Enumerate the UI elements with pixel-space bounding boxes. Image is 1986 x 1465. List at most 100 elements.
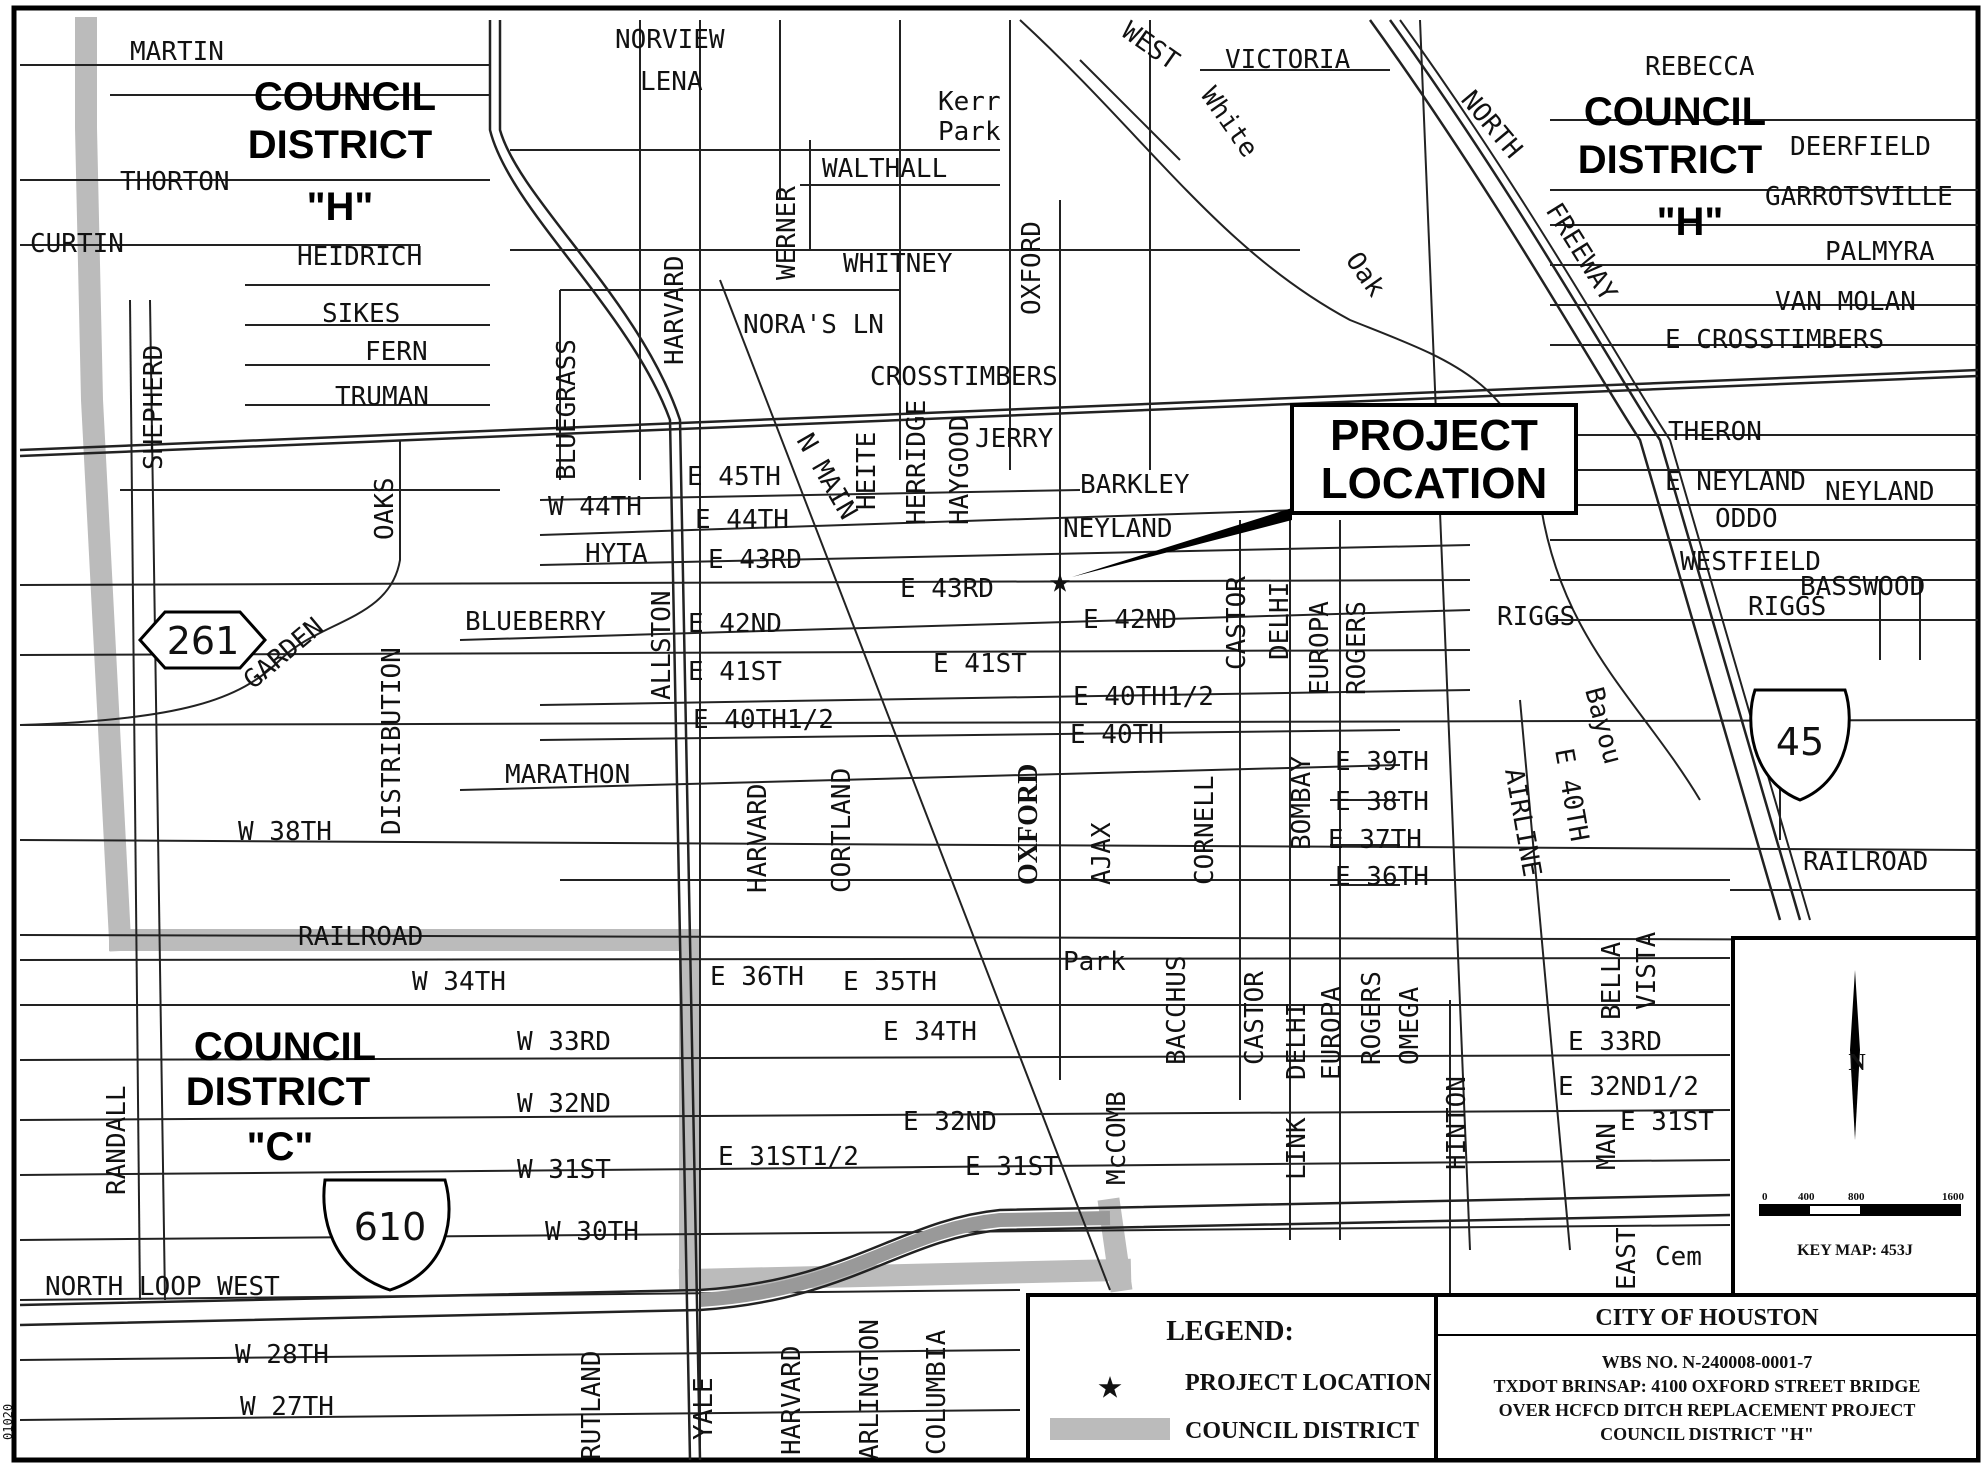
svg-text:E 32ND1/2: E 32ND1/2 bbox=[1558, 1072, 1699, 1102]
svg-text:MARATHON: MARATHON bbox=[505, 760, 630, 790]
svg-text:ROGERS: ROGERS bbox=[1357, 971, 1387, 1065]
svg-text:ARLINGTON: ARLINGTON bbox=[855, 1319, 885, 1460]
svg-text:LINK: LINK bbox=[1282, 1117, 1312, 1180]
svg-text:HEITE: HEITE bbox=[852, 432, 882, 510]
svg-text:W 44TH: W 44TH bbox=[548, 492, 642, 522]
svg-text:THORTON: THORTON bbox=[120, 167, 230, 197]
road-network bbox=[19, 19, 1979, 1461]
svg-text:MAN: MAN bbox=[1592, 1123, 1622, 1170]
svg-text:NORVIEW: NORVIEW bbox=[615, 25, 725, 55]
svg-text:HAYGOOD: HAYGOOD bbox=[945, 415, 975, 525]
svg-text:BLUEBERRY: BLUEBERRY bbox=[465, 607, 606, 637]
svg-text:W 27TH: W 27TH bbox=[240, 1392, 334, 1422]
svg-text:"C": "C" bbox=[247, 1125, 314, 1169]
svg-text:E 33RD: E 33RD bbox=[1568, 1027, 1662, 1057]
svg-text:WALTHALL: WALTHALL bbox=[822, 154, 947, 184]
svg-text:TRUMAN: TRUMAN bbox=[335, 382, 429, 412]
svg-text:Park: Park bbox=[938, 117, 1001, 147]
svg-text:OMEGA: OMEGA bbox=[1395, 986, 1425, 1065]
svg-text:HERRIDGE: HERRIDGE bbox=[902, 400, 932, 525]
svg-text:RANDALL: RANDALL bbox=[102, 1085, 132, 1195]
svg-text:LENA: LENA bbox=[640, 67, 703, 97]
svg-text:GARROTSVILLE: GARROTSVILLE bbox=[1765, 182, 1953, 212]
svg-text:THERON: THERON bbox=[1668, 417, 1762, 447]
svg-text:E 34TH: E 34TH bbox=[883, 1017, 977, 1047]
svg-text:MARTIN: MARTIN bbox=[130, 37, 224, 67]
svg-text:BACCHUS: BACCHUS bbox=[1162, 955, 1192, 1065]
svg-text:LOCATION: LOCATION bbox=[1321, 459, 1548, 508]
svg-text:E 41ST: E 41ST bbox=[933, 649, 1027, 679]
svg-text:610: 610 bbox=[354, 1205, 427, 1249]
svg-text:COUNCIL DISTRICT: COUNCIL DISTRICT bbox=[1185, 1418, 1419, 1444]
svg-text:RUTLAND: RUTLAND bbox=[577, 1350, 607, 1460]
svg-text:NEYLAND: NEYLAND bbox=[1063, 514, 1173, 544]
north-arrow-icon bbox=[1850, 970, 1860, 1140]
svg-text:E CROSSTIMBERS: E CROSSTIMBERS bbox=[1665, 325, 1884, 355]
svg-text:WHITNEY: WHITNEY bbox=[843, 249, 953, 279]
svg-text:Cem: Cem bbox=[1655, 1242, 1702, 1272]
svg-text:VISTA: VISTA bbox=[1632, 931, 1662, 1010]
svg-text:DISTRICT: DISTRICT bbox=[1578, 138, 1762, 182]
svg-text:VICTORIA: VICTORIA bbox=[1225, 45, 1351, 75]
svg-text:LEGEND:: LEGEND: bbox=[1166, 1316, 1294, 1347]
interstate-45-shield: 45 bbox=[1749, 688, 1851, 802]
svg-text:E 35TH: E 35TH bbox=[843, 967, 937, 997]
svg-text:E 31ST1/2: E 31ST1/2 bbox=[718, 1142, 859, 1172]
sh-261-shield: 261 bbox=[137, 610, 268, 670]
svg-text:W 34TH: W 34TH bbox=[412, 967, 506, 997]
svg-text:ODDO: ODDO bbox=[1715, 504, 1778, 534]
svg-text:"H": "H" bbox=[307, 185, 374, 229]
title-block: CITY OF HOUSTON WBS NO. N-240008-0001-7 … bbox=[1434, 1293, 1980, 1462]
svg-text:RAILROAD: RAILROAD bbox=[1803, 847, 1928, 877]
svg-text:NORA'S LN: NORA'S LN bbox=[743, 310, 884, 340]
svg-text:OVER HCFCD DITCH REPLACEMENT P: OVER HCFCD DITCH REPLACEMENT PROJECT bbox=[1499, 1400, 1916, 1420]
svg-text:CORTLAND: CORTLAND bbox=[827, 768, 857, 893]
svg-text:SHEPHERD: SHEPHERD bbox=[139, 345, 169, 470]
svg-text:E 45TH: E 45TH bbox=[687, 462, 781, 492]
svg-text:ALLSTON: ALLSTON bbox=[647, 590, 677, 700]
svg-text:EUROPA: EUROPA bbox=[1317, 986, 1347, 1080]
svg-text:W 31ST: W 31ST bbox=[517, 1155, 611, 1185]
council-district-h-west-label: COUNCIL DISTRICT "H" bbox=[248, 75, 436, 229]
map-frame bbox=[11, 5, 1981, 1463]
svg-text:CORNELL: CORNELL bbox=[1190, 775, 1220, 885]
svg-text:E 32ND: E 32ND bbox=[903, 1107, 997, 1137]
svg-text:"H": "H" bbox=[1657, 200, 1724, 244]
svg-text:E 36TH: E 36TH bbox=[710, 962, 804, 992]
svg-text:45: 45 bbox=[1776, 720, 1824, 764]
svg-text:RIGGS: RIGGS bbox=[1748, 592, 1826, 622]
svg-text:YALE: YALE bbox=[689, 1377, 719, 1440]
svg-text:CASTOR: CASTOR bbox=[1222, 576, 1252, 670]
loop-610-shield: 610 bbox=[322, 1178, 451, 1292]
svg-text:SIKES: SIKES bbox=[322, 299, 400, 329]
svg-text:E 40TH: E 40TH bbox=[1070, 720, 1164, 750]
svg-text:ROGERS: ROGERS bbox=[1342, 601, 1372, 695]
svg-text:HINTON: HINTON bbox=[1442, 1076, 1472, 1170]
svg-text:E 44TH: E 44TH bbox=[695, 505, 789, 535]
svg-text:Park: Park bbox=[1063, 947, 1126, 977]
project-location-star-icon: ★ bbox=[1049, 560, 1071, 601]
council-district-swatch bbox=[1050, 1418, 1170, 1440]
svg-text:RIGGS: RIGGS bbox=[1497, 602, 1575, 632]
svg-text:EUROPA: EUROPA bbox=[1305, 601, 1335, 695]
svg-text:JERRY: JERRY bbox=[975, 424, 1054, 454]
svg-text:NEYLAND: NEYLAND bbox=[1825, 477, 1935, 507]
council-district-h-east-label: COUNCIL DISTRICT "H" bbox=[1578, 90, 1766, 244]
svg-text:NORTH LOOP WEST: NORTH LOOP WEST bbox=[45, 1272, 280, 1302]
svg-text:E 31ST: E 31ST bbox=[965, 1152, 1059, 1182]
svg-text:WESTFIELD: WESTFIELD bbox=[1680, 547, 1821, 577]
svg-text:COLUMBIA: COLUMBIA bbox=[922, 1329, 952, 1455]
svg-text:COUNCIL: COUNCIL bbox=[1584, 90, 1766, 134]
svg-text:PALMYRA: PALMYRA bbox=[1825, 237, 1935, 267]
svg-text:DELHI: DELHI bbox=[1282, 1002, 1312, 1080]
svg-text:BASSWOOD: BASSWOOD bbox=[1800, 572, 1925, 602]
svg-text:E 40TH1/2: E 40TH1/2 bbox=[693, 705, 834, 735]
svg-text:DISTRICT: DISTRICT bbox=[186, 1070, 370, 1114]
svg-text:E 43RD: E 43RD bbox=[708, 545, 802, 575]
svg-text:COUNCIL: COUNCIL bbox=[194, 1025, 376, 1069]
svg-text:CURTIN: CURTIN bbox=[30, 229, 124, 259]
svg-text:BELLA: BELLA bbox=[1597, 941, 1627, 1020]
svg-text:RAILROAD: RAILROAD bbox=[298, 922, 423, 952]
svg-text:BARKLEY: BARKLEY bbox=[1080, 470, 1190, 500]
margin-note: 01020 bbox=[1, 1404, 15, 1440]
